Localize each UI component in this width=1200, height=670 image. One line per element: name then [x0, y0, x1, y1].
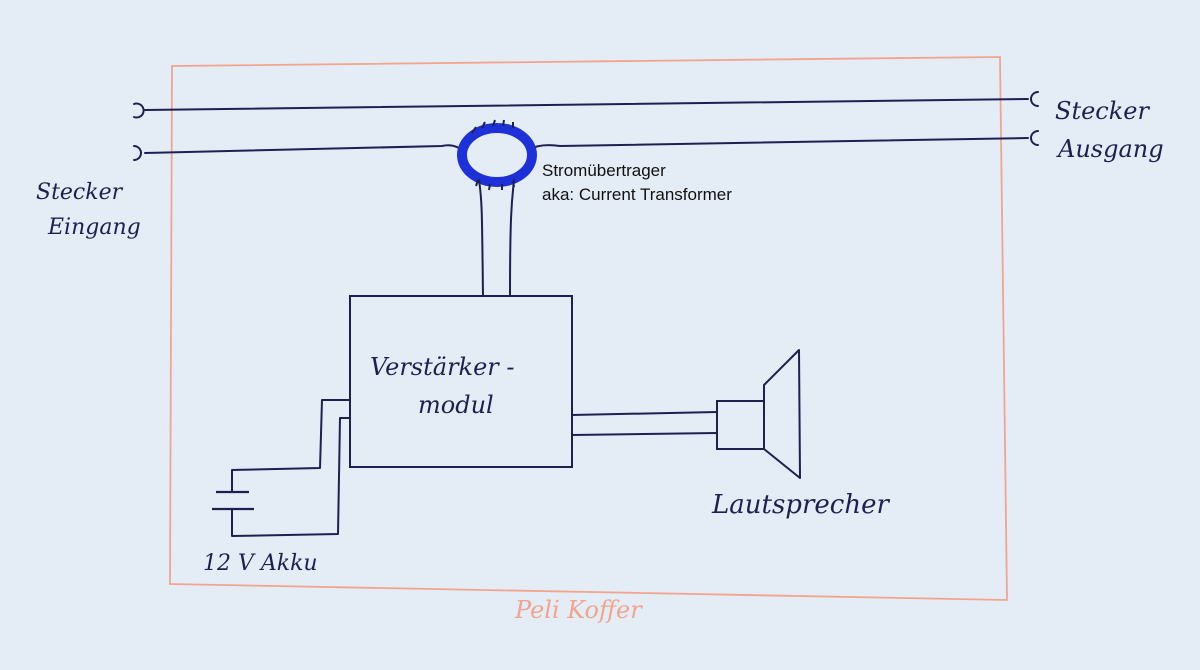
top-wire: [144, 98, 1029, 111]
input-plug-terminals: [133, 102, 145, 161]
output-terminal-bottom: [1030, 130, 1039, 146]
output-terminal-top: [1030, 91, 1039, 107]
speaker-cone: [763, 349, 801, 479]
output-plug-terminals: [1030, 91, 1039, 146]
output-plug-label-line1: Stecker: [1055, 97, 1150, 125]
amplifier-label-line2: modul: [418, 391, 494, 419]
speaker-wire-bottom: [571, 432, 718, 436]
bottom-wire-left: [144, 144, 465, 154]
speaker-symbol: [716, 349, 801, 479]
input-terminal-top: [133, 102, 145, 119]
battery-wire-inner: [231, 417, 351, 537]
current-transformer: [457, 119, 537, 297]
input-plug-label-line1: Stecker: [36, 180, 124, 205]
transformer-leads: [478, 179, 515, 297]
peli-case-outline: [169, 56, 1008, 601]
input-plug-label-line2: Eingang: [47, 215, 141, 240]
case-label: Peli Koffer: [514, 596, 643, 624]
transformer-label-line1: Stromübertrager: [542, 161, 666, 180]
battery-label: 12 V Akku: [203, 551, 318, 576]
bottom-wire-right: [527, 137, 1029, 151]
transformer-ring: [457, 123, 537, 187]
amplifier-label-line1: Verstärker -: [370, 353, 515, 381]
battery-wire-outer: [231, 399, 351, 492]
transformer-label-line2: aka: Current Transformer: [542, 185, 732, 204]
input-terminal-bottom: [133, 145, 142, 161]
output-plug-label-line2: Ausgang: [1056, 135, 1164, 163]
speaker-wire-top: [571, 411, 718, 416]
mains-wires: [144, 98, 1029, 154]
speaker-wiring: [571, 411, 718, 436]
speaker-label: Lautsprecher: [711, 490, 890, 520]
battery-wiring: [212, 399, 351, 537]
amplifier-module-box: [349, 295, 573, 468]
speaker-magnet: [716, 400, 765, 450]
